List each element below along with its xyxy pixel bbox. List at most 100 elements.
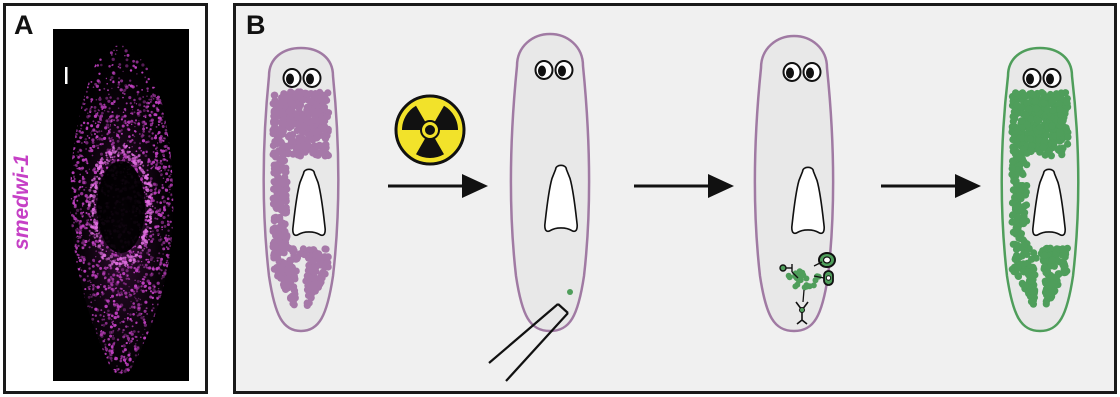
stain-speck: [110, 152, 112, 154]
stain-speck: [78, 228, 81, 231]
stain-speck: [99, 58, 101, 60]
stain-speck: [128, 326, 129, 327]
stain-speck: [144, 122, 147, 125]
cell-dot: [300, 142, 307, 149]
stain-speck: [92, 184, 94, 186]
stain-speck: [71, 198, 72, 199]
stain-speck: [147, 267, 150, 270]
stain-speck: [160, 170, 162, 172]
stain-speck: [133, 251, 135, 253]
stain-speck: [119, 138, 120, 139]
cell-dot: [281, 174, 288, 181]
cell-dot: [306, 299, 313, 306]
stain-speck: [104, 339, 105, 340]
stain-speck: [110, 255, 113, 258]
stain-speck: [112, 150, 114, 152]
stain-speck: [158, 166, 161, 169]
cell-dot: [1028, 256, 1035, 263]
stain-speck: [160, 258, 163, 261]
stain-speck: [165, 234, 167, 236]
stain-speck: [142, 181, 143, 182]
stain-speck: [134, 142, 136, 144]
stain-speck: [111, 350, 113, 352]
stain-speck: [82, 186, 84, 188]
stain-speck: [119, 294, 121, 296]
stain-speck: [131, 139, 133, 141]
stain-speck: [115, 262, 118, 265]
stain-speck: [123, 290, 125, 292]
stain-speck: [135, 322, 137, 324]
stain-speck: [120, 291, 123, 294]
stain-speck: [113, 50, 114, 51]
stain-speck: [94, 115, 97, 118]
stain-speck: [124, 108, 127, 111]
worm-2: [511, 34, 589, 331]
cell-dot: [1041, 252, 1048, 259]
stain-speck: [136, 85, 138, 87]
stain-speck: [89, 199, 91, 201]
stain-speck: [103, 137, 106, 140]
cell-dot: [1009, 143, 1016, 150]
cell-dot: [1021, 92, 1028, 99]
cell-dot: [271, 92, 278, 99]
stain-speck: [153, 151, 155, 153]
stain-speck: [136, 312, 137, 313]
stain-speck: [156, 201, 158, 203]
stain-speck: [158, 288, 160, 290]
stain-speck: [156, 218, 158, 220]
stain-speck: [92, 241, 95, 244]
stain-speck: [92, 215, 94, 217]
stain-speck: [142, 139, 145, 142]
stain-speck: [137, 123, 140, 126]
stain-speck: [125, 295, 128, 298]
stain-speck: [162, 125, 165, 128]
stain-speck: [116, 274, 118, 276]
cell-dot: [279, 109, 286, 116]
stain-speck: [75, 212, 77, 214]
stain-speck: [72, 171, 75, 174]
stain-speck: [162, 253, 163, 254]
stain-speck: [154, 261, 156, 263]
stain-speck: [82, 179, 85, 182]
stain-speck: [156, 126, 158, 128]
stain-speck: [92, 168, 95, 171]
stain-speck: [153, 113, 156, 116]
stain-speck: [154, 227, 156, 229]
cell-dot: [1061, 263, 1068, 270]
stain-speck: [108, 137, 110, 139]
cell-dot: [293, 255, 300, 262]
cell-dot: [289, 131, 296, 138]
stain-speck: [146, 236, 148, 238]
stain-speck: [75, 165, 76, 166]
stain-speck: [84, 288, 86, 290]
stain-speck: [156, 160, 158, 162]
stain-speck: [118, 147, 121, 150]
stain-speck: [121, 118, 123, 120]
stain-speck: [100, 114, 103, 117]
stain-speck: [142, 130, 145, 133]
stain-speck: [158, 235, 159, 236]
stain-speck: [101, 291, 103, 293]
stain-speck: [112, 111, 114, 113]
stain-speck: [88, 288, 90, 290]
stain-speck: [75, 219, 78, 222]
stain-speck: [89, 286, 91, 288]
stain-speck: [137, 160, 139, 162]
cell-dot: [811, 282, 817, 288]
stain-speck: [116, 253, 117, 254]
stain-speck: [94, 110, 97, 113]
cell-dot: [787, 274, 793, 280]
stain-speck: [124, 55, 125, 56]
stain-speck: [141, 304, 143, 306]
stain-speck: [87, 213, 90, 216]
stain-speck: [95, 130, 97, 132]
stain-speck: [89, 234, 91, 236]
stain-speck: [144, 76, 146, 78]
stain-speck: [111, 162, 113, 164]
stain-speck: [124, 153, 126, 155]
stain-speck: [162, 275, 163, 276]
stain-speck: [133, 293, 135, 295]
stain-speck: [125, 86, 128, 89]
stain-speck: [111, 120, 112, 121]
stain-speck: [130, 69, 132, 71]
